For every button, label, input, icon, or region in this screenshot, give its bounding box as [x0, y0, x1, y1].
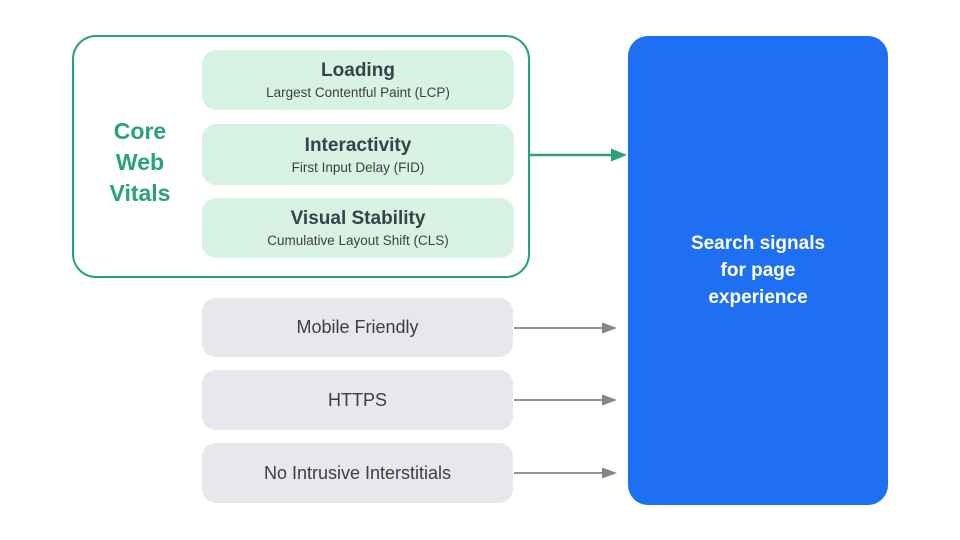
vital-loading-subtitle: Largest Contentful Paint (LCP) [266, 85, 450, 100]
mobile-friendly-label: Mobile Friendly [296, 317, 419, 337]
signal-box-mobile-friendly: Mobile Friendly [202, 298, 513, 357]
https-label: HTTPS [327, 389, 387, 410]
vital-stability-subtitle: Cumulative Layout Shift (CLS) [267, 233, 449, 248]
vital-loading-title: Loading [321, 60, 395, 81]
search-signals-label: Search signals for page experience [690, 233, 826, 308]
core-web-vitals-label: Core Web Vitals [109, 118, 171, 206]
arrow-no-intrusive-interstitials-icon [514, 467, 617, 479]
vital-box-interactivity: Interactivity First Input Delay (FID) [202, 124, 514, 185]
vital-box-visual-stability: Visual Stability Cumulative Layout Shift… [202, 198, 514, 258]
arrow-https-icon [514, 394, 617, 406]
signal-box-no-intrusive-interstitials: No Intrusive Interstitials [202, 443, 513, 503]
arrow-mobile-friendly-icon [514, 322, 617, 334]
no-intrusive-interstitials-label: No Intrusive Interstitials [263, 462, 452, 483]
vital-box-loading: Loading Largest Contentful Paint (LCP) [202, 50, 514, 110]
vital-interactivity-subtitle: First Input Delay (FID) [291, 159, 425, 175]
arrow-core-web-vitals-icon [529, 148, 627, 162]
search-signals-box: Search signals for page experience [628, 36, 888, 505]
vital-stability-title: Visual Stability [290, 208, 426, 229]
signal-box-https: HTTPS [202, 370, 513, 430]
vital-interactivity-title: Interactivity [304, 134, 412, 156]
